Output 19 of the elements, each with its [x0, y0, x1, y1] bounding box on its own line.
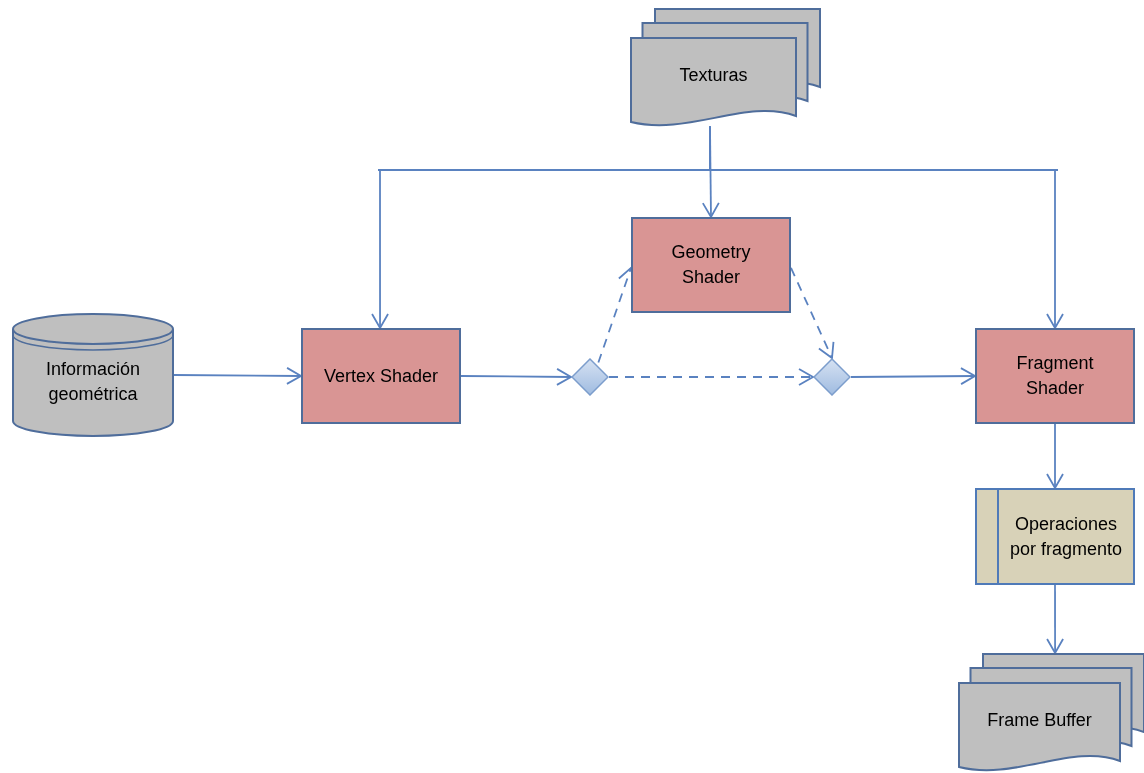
node-label: Fragment Shader — [1015, 352, 1095, 400]
node-label: Geometry Shader — [670, 241, 752, 289]
process-box — [975, 328, 1135, 424]
node-label: Frame Buffer — [987, 708, 1092, 732]
arrow — [1046, 423, 1064, 489]
arrow — [709, 125, 1064, 329]
node-label: Texturas — [679, 63, 748, 87]
node-label: Operaciones por fragmento — [1009, 512, 1123, 561]
arrow — [460, 367, 572, 386]
arrow — [173, 367, 302, 385]
arrow — [850, 367, 976, 385]
arrow — [1046, 584, 1064, 654]
node-label: Vertex Shader — [323, 364, 439, 388]
arrow — [608, 368, 814, 386]
process-box — [631, 217, 791, 313]
predefined-process-box — [975, 488, 1135, 585]
process-box — [301, 328, 461, 424]
node-label: Información geométrica — [44, 358, 141, 406]
arrow — [790, 267, 835, 359]
